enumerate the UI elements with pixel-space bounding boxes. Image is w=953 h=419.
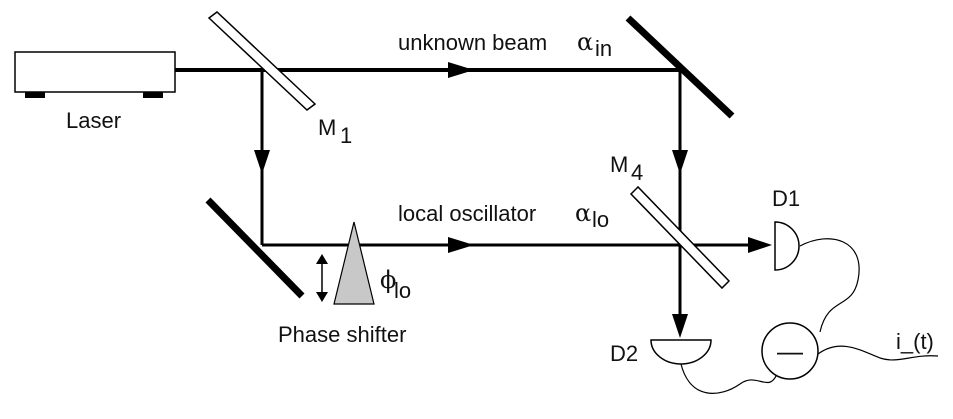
subtractor-circle: [761, 322, 819, 380]
beam-arrows: [254, 62, 772, 338]
laser-foot-left: [25, 92, 45, 98]
wire-output: [817, 345, 939, 361]
m1-subscript: 1: [340, 123, 352, 148]
m1-label: M: [318, 115, 336, 140]
arrow-unknown-down: [672, 150, 688, 174]
mirror-top-right: [625, 15, 735, 119]
laser: [14, 51, 176, 98]
phase-shifter-prism: [333, 221, 375, 305]
beam-splitter-m4: [629, 185, 731, 290]
alpha-in-subscript: in: [595, 36, 612, 61]
phi-lo-subscript: lo: [394, 278, 411, 303]
arrow-unknown-beam: [448, 62, 474, 78]
wire-d2-to-subtractor: [680, 363, 777, 394]
m4-subscript: 4: [631, 160, 643, 185]
m4-plate: [629, 185, 731, 290]
d2-label: D2: [610, 341, 638, 366]
output-current-label: i_(t): [896, 329, 934, 354]
unknown-beam-label: unknown beam: [398, 30, 547, 55]
detector-d1: [774, 221, 800, 271]
m1-plate: [207, 11, 317, 111]
laser-foot-right: [143, 92, 163, 98]
beam-paths: [175, 68, 758, 322]
wire-d1-to-subtractor: [799, 238, 860, 333]
laser-label: Laser: [66, 108, 121, 133]
phase-shifter-label: Phase shifter: [278, 322, 406, 347]
m4-label: M: [610, 152, 628, 177]
laser-body: [14, 51, 176, 93]
local-oscillator-label: local oscillator: [398, 201, 536, 226]
phase-shift-adjust-arrow: [316, 254, 328, 302]
subtractor-minus: —: [777, 336, 803, 366]
alpha-lo-subscript: lo: [592, 207, 609, 232]
d1-label: D1: [772, 186, 800, 211]
arrow-m1-down: [254, 150, 270, 174]
signal-wires: [680, 238, 939, 394]
phi-lo-symbol: ϕ: [380, 266, 396, 294]
mirror-bottom-left: [205, 197, 305, 299]
arrow-local-oscillator: [448, 237, 474, 253]
alpha-in-symbol: α: [577, 28, 593, 56]
arrow-to-d1: [748, 237, 772, 253]
detector-d2: [650, 339, 712, 365]
arrow-to-d2: [672, 314, 688, 338]
alpha-lo-symbol: α: [575, 199, 591, 227]
beam-splitter-m1: [207, 11, 317, 111]
